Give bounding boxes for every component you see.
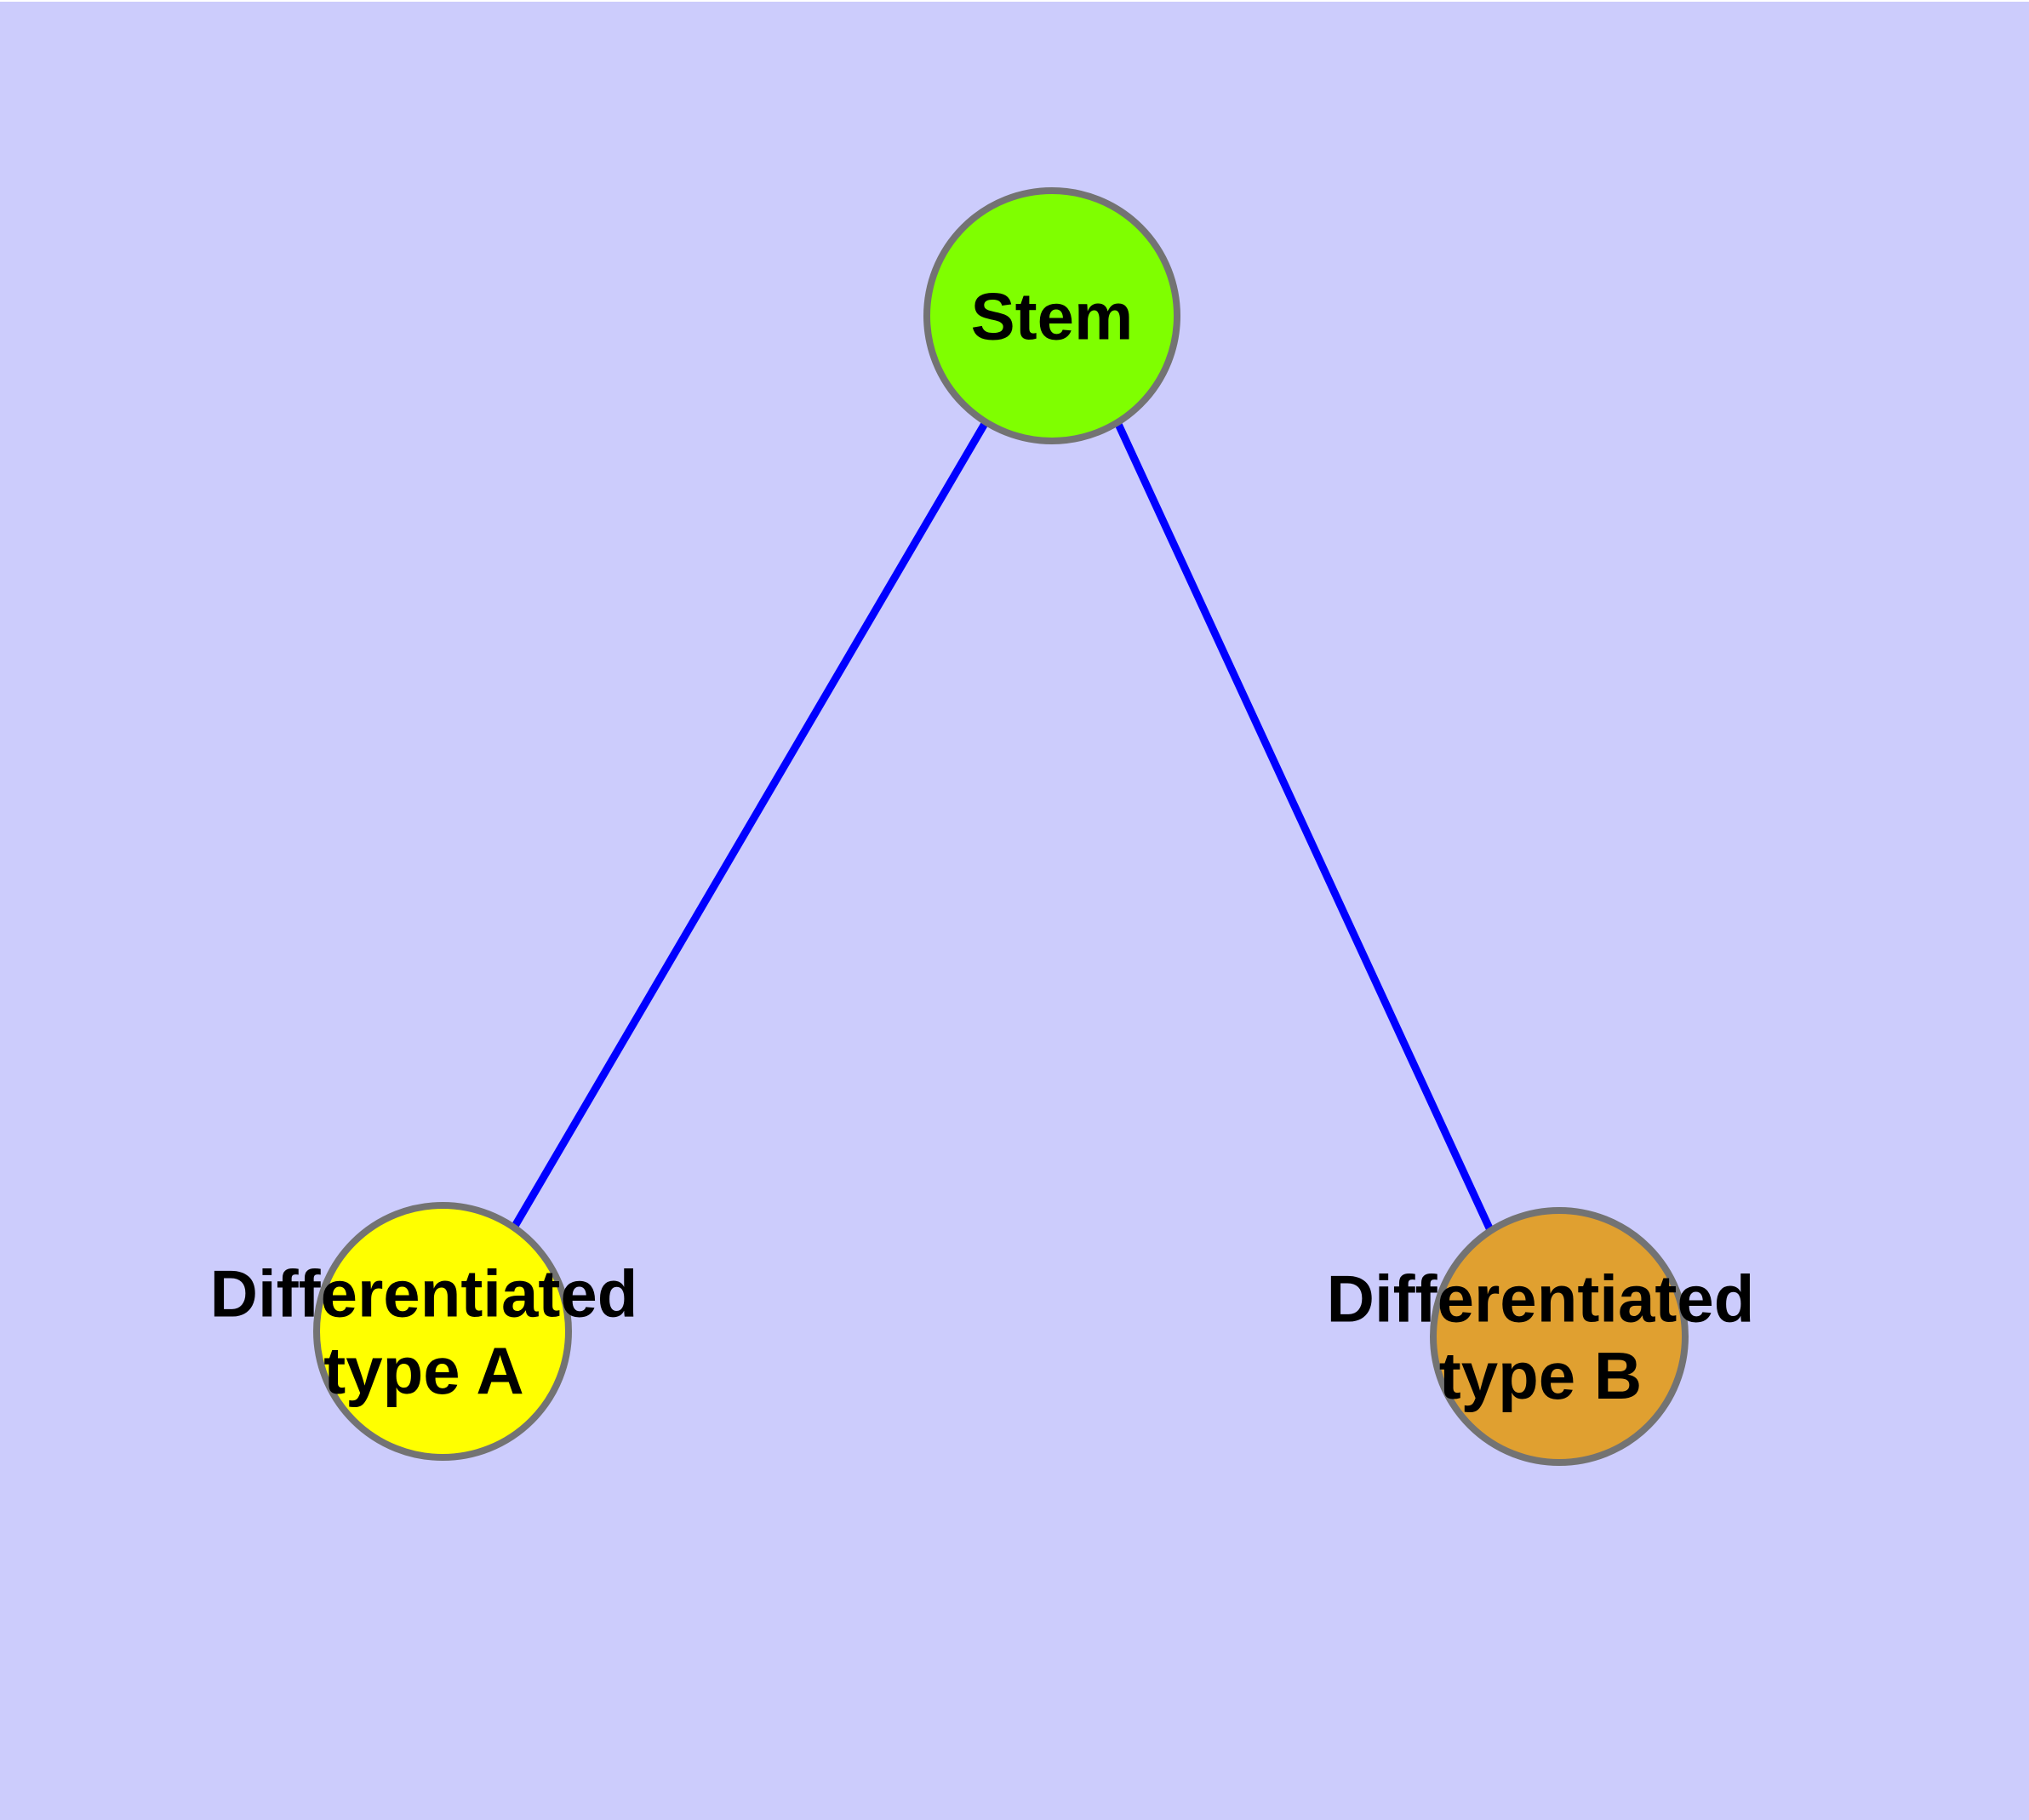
node-diff-b-circle[interactable] [1430,1207,1689,1466]
node-diff-a-circle[interactable] [313,1202,572,1461]
node-stem-circle[interactable] [923,187,1180,444]
edge-stem-to-diff-b[interactable] [1113,421,1495,1232]
node-layer [313,187,1689,1466]
node-stem-label: Stem [971,279,1134,354]
edge-layer [511,420,1495,1232]
edge-stem-to-diff-a[interactable] [511,420,989,1230]
